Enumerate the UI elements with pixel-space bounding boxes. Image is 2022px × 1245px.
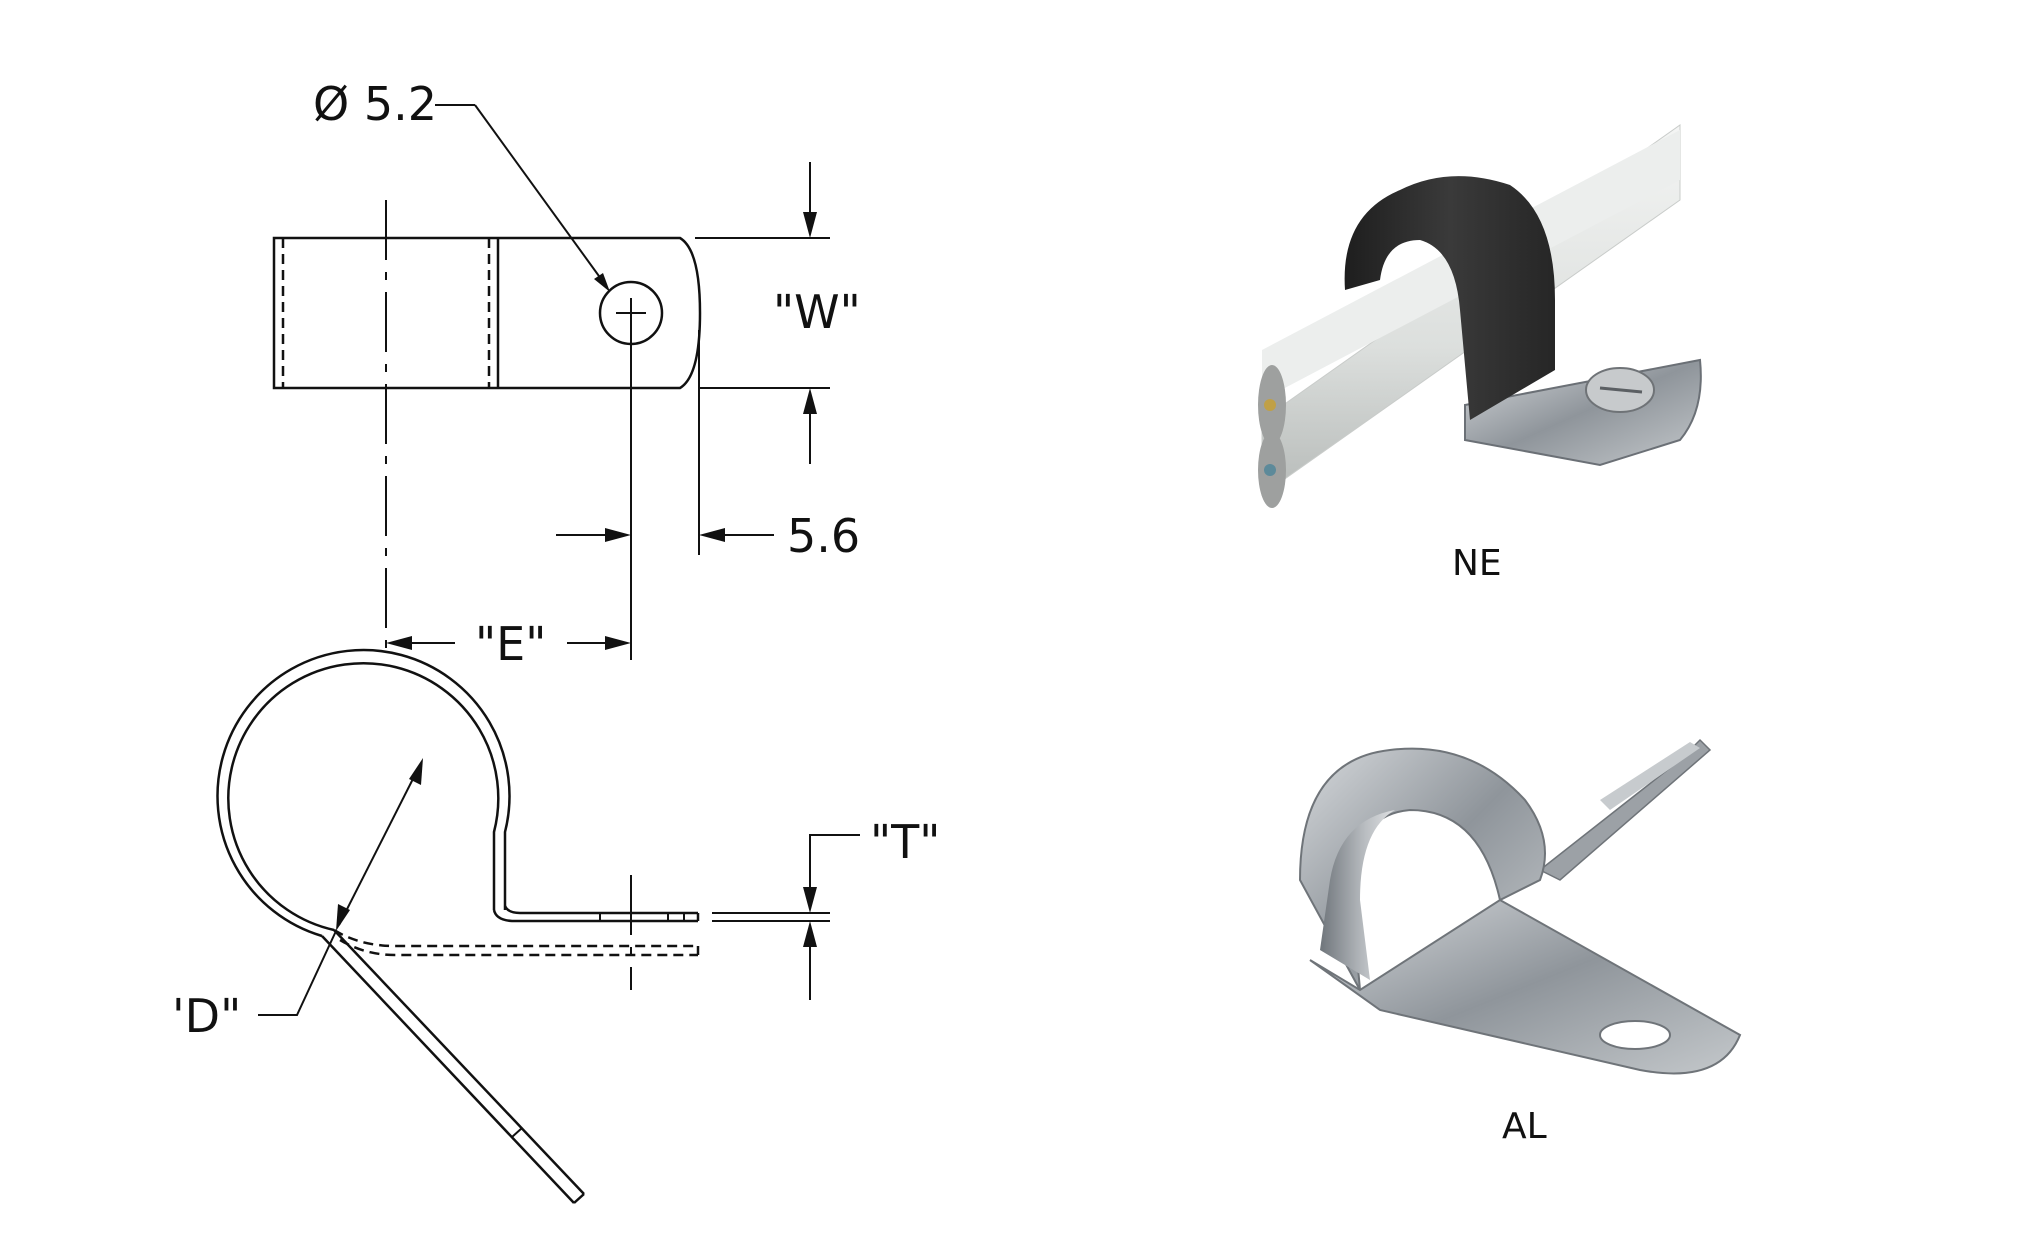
closed-tail-upper [333, 928, 698, 948]
hole-diameter-label: Ø 5.2 [313, 77, 437, 131]
tail-top-inner [503, 905, 698, 915]
al-loop [1298, 747, 1546, 991]
al-flat-tail [1309, 898, 1742, 1075]
closed-tail-lower [339, 938, 698, 957]
rubber-cushion [1344, 176, 1555, 420]
side-view: 'D" "T" [172, 648, 940, 1204]
width-arrow-bottom [803, 388, 817, 414]
open-tail-tick [511, 1127, 523, 1138]
diameter-leader [474, 104, 605, 284]
diameter-dim-line [338, 764, 421, 926]
tail-top-outer [492, 909, 698, 923]
clamp-body-outline [272, 236, 702, 390]
clamp-loop-inner [216, 648, 511, 938]
product-photo-ne [1258, 124, 1702, 508]
offset-arrow-left [605, 528, 631, 542]
al-upper-tail [1538, 738, 1712, 881]
diameter-arrow-bottom [336, 904, 350, 931]
open-tail-inner [321, 935, 575, 1204]
thickness-arrow-bottom [803, 921, 817, 947]
thickness-arrow-top [803, 887, 817, 913]
width-label: "W" [773, 285, 861, 339]
thickness-label: "T" [870, 815, 940, 869]
top-view: Ø 5.2 "W" 5.6 "E" [272, 77, 861, 671]
e-arrow-left [386, 636, 412, 650]
diameter-arrow-top [409, 758, 423, 785]
open-tail-end [573, 1193, 585, 1204]
edge-offset-label: 5.6 [787, 509, 860, 563]
clamp-loop-outer [227, 661, 500, 932]
width-arrow-top [803, 212, 817, 238]
open-tail-outer [333, 929, 585, 1195]
al-mounting-hole-icon [1599, 1020, 1671, 1050]
offset-arrow-right [699, 528, 725, 542]
diameter-leader-arrow [594, 273, 610, 292]
thickness-leader-top [809, 834, 860, 906]
e-arrow-right [605, 636, 631, 650]
diameter-label: 'D" [172, 989, 241, 1043]
product-photo-al [1298, 738, 1742, 1075]
product-caption-ne: NE [1452, 543, 1502, 584]
product-caption-al: AL [1502, 1106, 1547, 1147]
diameter-leader-line [258, 930, 337, 1016]
e-label: "E" [475, 617, 546, 671]
